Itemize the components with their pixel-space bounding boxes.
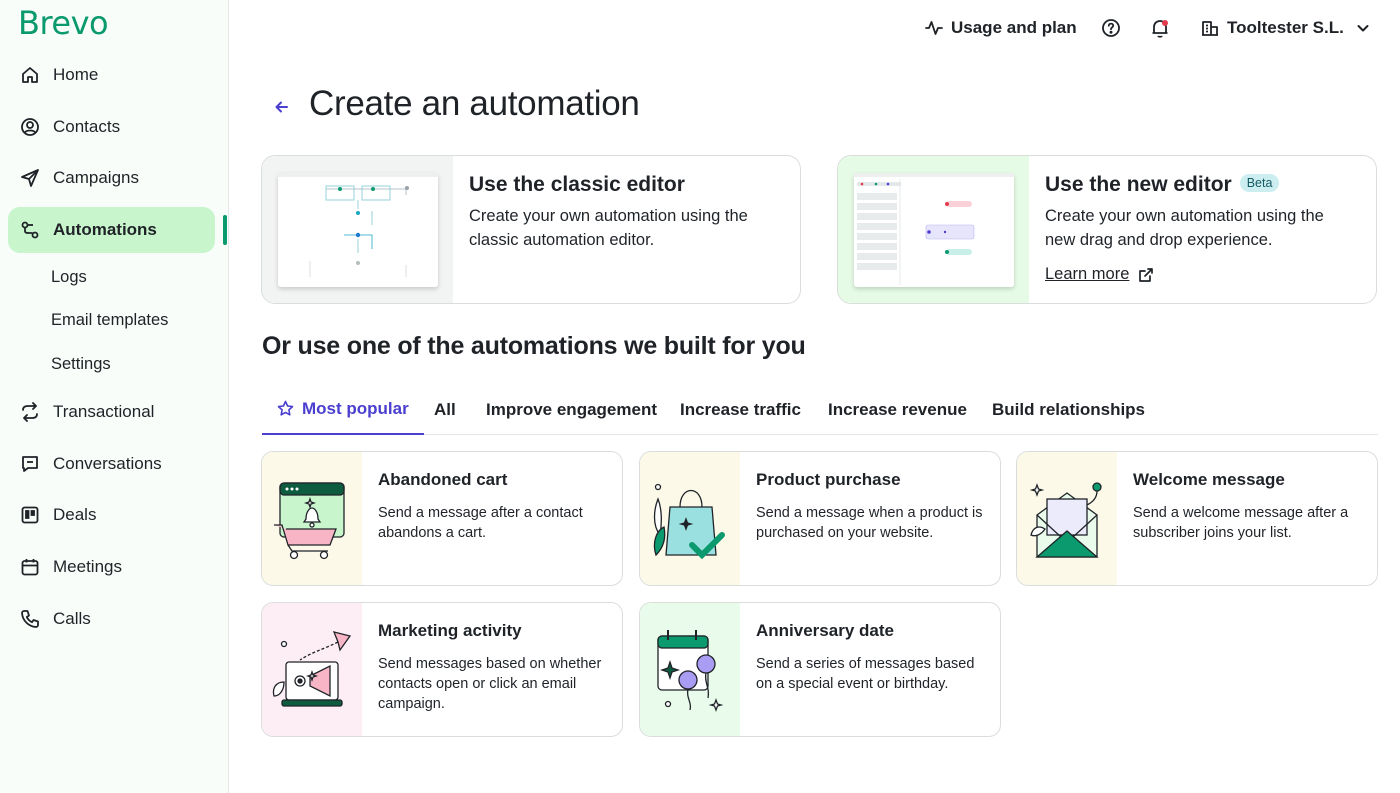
tab-label: Build relationships (992, 399, 1146, 419)
learn-more-label: Learn more (1045, 265, 1130, 283)
transactional-icon (19, 401, 41, 423)
section-title: Or use one of the automations we built f… (262, 332, 806, 360)
chevron-down-icon (1356, 21, 1370, 35)
new-editor-title: Use the new editor Beta (1045, 173, 1280, 197)
star-icon (277, 400, 294, 417)
tab-label: Improve engagement (486, 399, 657, 419)
sidebar-item-label: Deals (53, 505, 97, 524)
sidebar-item-label: Conversations (53, 454, 162, 473)
phone-icon (19, 608, 41, 630)
template-card-product-purchase[interactable]: Product purchase Send a message when a p… (639, 451, 1001, 586)
template-title: Welcome message (1133, 470, 1285, 489)
template-description: Send a welcome message after a subscribe… (1133, 505, 1349, 541)
sidebar-subitem-logs[interactable]: Logs (51, 268, 87, 286)
shopping-cart-illustration (262, 452, 362, 585)
shopping-bag-illustration (640, 452, 740, 585)
account-name: Tooltester S.L. (1227, 18, 1344, 37)
usage-and-plan-button[interactable]: Usage and plan (925, 14, 1077, 42)
template-description: Send a message after a contact abandons … (378, 505, 583, 541)
sidebar-item-label: Campaigns (53, 168, 139, 187)
tab-improve-engagement[interactable]: Improve engagement (486, 384, 657, 435)
tab-build-relationships[interactable]: Build relationships (992, 384, 1145, 435)
category-tabs: Most popular All Improve engagement Incr… (262, 384, 1378, 435)
template-title: Marketing activity (378, 621, 522, 640)
sidebar-item-deals[interactable]: Deals (8, 492, 215, 538)
sidebar-item-label: Transactional (53, 402, 155, 421)
calendar-icon (19, 556, 41, 578)
calendar-balloons-illustration (640, 603, 740, 736)
sidebar-item-calls[interactable]: Calls (8, 596, 215, 642)
usage-and-plan-label: Usage and plan (951, 18, 1077, 37)
help-button[interactable] (1101, 14, 1121, 42)
sidebar-subitem-settings[interactable]: Settings (51, 355, 111, 373)
external-link-icon (1138, 267, 1154, 283)
tab-label: Most popular (302, 398, 409, 418)
classic-editor-card[interactable]: Use the classic editor Create your own a… (261, 155, 801, 304)
sidebar-item-meetings[interactable]: Meetings (8, 544, 215, 590)
sidebar-item-label: Contacts (53, 117, 121, 136)
back-button[interactable] (271, 96, 293, 118)
notification-dot (1162, 20, 1168, 26)
bell-icon (1149, 17, 1171, 39)
tab-most-popular[interactable]: Most popular (262, 384, 424, 435)
template-description: Send a series of messages based on a spe… (756, 656, 975, 692)
megaphone-illustration (262, 603, 362, 736)
deals-icon (19, 504, 41, 526)
new-editor-card[interactable]: Use the new editor Beta Create your own a… (837, 155, 1377, 304)
sidebar: Brevo Home Contacts Campaigns Automation… (0, 0, 229, 793)
help-icon (1101, 18, 1121, 38)
template-title: Abandoned cart (378, 470, 508, 489)
sidebar-item-label: Home (53, 65, 99, 84)
page-title: Create an automation (309, 84, 640, 123)
sidebar-subitem-email-templates[interactable]: Email templates (51, 311, 169, 329)
beta-badge: Beta (1239, 174, 1280, 193)
automations-icon (19, 219, 41, 241)
notifications-button[interactable] (1149, 14, 1171, 42)
tab-label: Increase traffic (680, 399, 801, 419)
tab-label: All (434, 399, 456, 419)
classic-editor-description: Create your own automation using the cla… (469, 207, 748, 249)
template-card-abandoned-cart[interactable]: Abandoned cart Send a message after a co… (261, 451, 623, 586)
send-icon (19, 167, 41, 189)
sidebar-item-label: Meetings (53, 557, 122, 576)
tab-label: Increase revenue (828, 399, 967, 419)
sidebar-item-transactional[interactable]: Transactional (8, 389, 215, 435)
new-editor-preview (838, 156, 1029, 303)
activity-icon (925, 19, 943, 37)
tab-increase-traffic[interactable]: Increase traffic (680, 384, 801, 435)
envelope-illustration (1017, 452, 1117, 585)
arrow-left-icon (271, 96, 293, 118)
home-icon (19, 64, 41, 86)
brevo-logo[interactable]: Brevo (18, 4, 109, 42)
new-editor-description: Create your own automation using the new… (1045, 207, 1324, 249)
template-description: Send messages based on whether contacts … (378, 656, 602, 712)
template-title: Anniversary date (756, 621, 894, 640)
account-menu-button[interactable]: Tooltester S.L. (1201, 14, 1370, 42)
template-title: Product purchase (756, 470, 901, 489)
tab-all[interactable]: All (434, 384, 456, 435)
template-description: Send a message when a product is purchas… (756, 505, 983, 541)
sidebar-item-home[interactable]: Home (8, 52, 215, 98)
template-card-welcome-message[interactable]: Welcome message Send a welcome message a… (1016, 451, 1378, 586)
contacts-icon (19, 116, 41, 138)
sidebar-item-label: Automations (53, 220, 157, 239)
sidebar-item-conversations[interactable]: Conversations (8, 441, 215, 487)
classic-editor-preview (262, 156, 453, 303)
chat-icon (19, 453, 41, 475)
sidebar-item-automations[interactable]: Automations (8, 207, 215, 253)
template-card-anniversary-date[interactable]: Anniversary date Send a series of messag… (639, 602, 1001, 737)
active-indicator (223, 215, 227, 245)
building-icon (1201, 19, 1219, 37)
learn-more-link[interactable]: Learn more (1045, 265, 1154, 284)
sidebar-item-campaigns[interactable]: Campaigns (8, 155, 215, 201)
sidebar-item-label: Calls (53, 609, 91, 628)
classic-editor-title: Use the classic editor (469, 173, 685, 196)
new-editor-title-text: Use the new editor (1045, 173, 1232, 196)
sidebar-item-contacts[interactable]: Contacts (8, 104, 215, 150)
tab-increase-revenue[interactable]: Increase revenue (828, 384, 967, 435)
template-card-marketing-activity[interactable]: Marketing activity Send messages based o… (261, 602, 623, 737)
